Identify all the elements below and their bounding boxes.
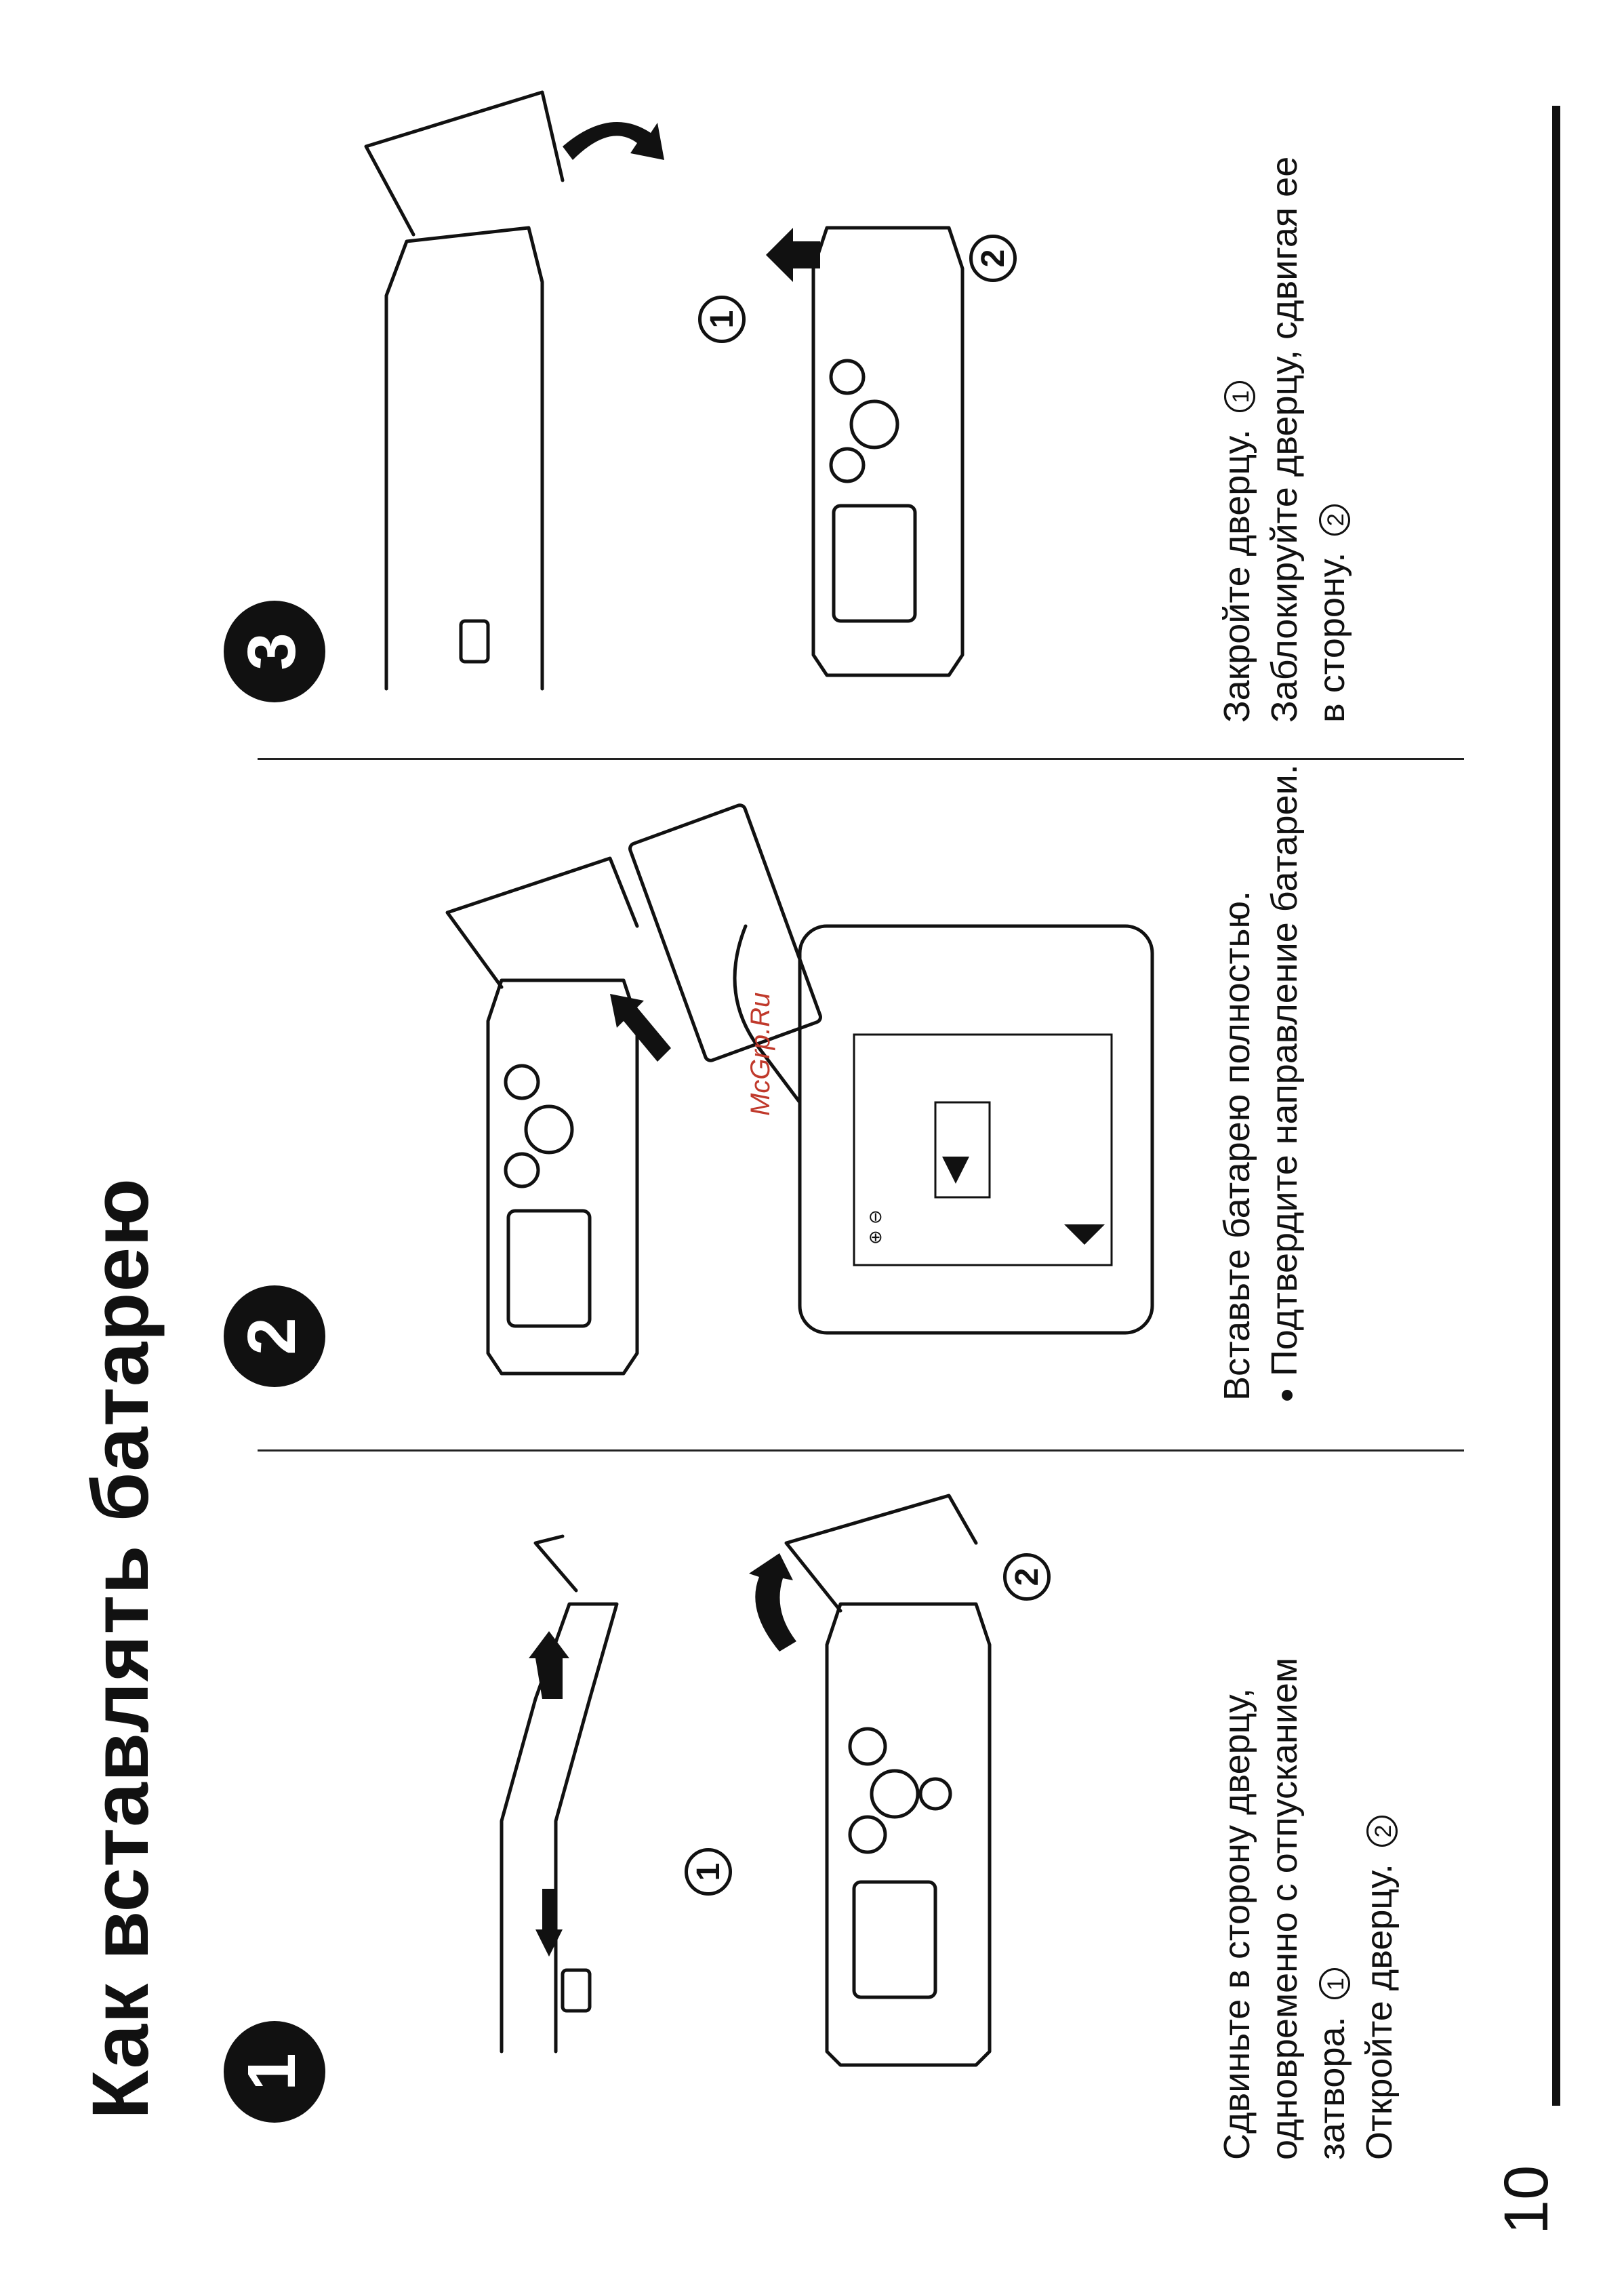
page-number: 10: [1491, 2165, 1562, 2235]
step-1-line-3: затвора. 1: [1308, 1658, 1356, 2160]
bottom-rule: [1552, 106, 1560, 2106]
watermark: McGrp.Ru: [746, 993, 776, 1116]
step-1-line-4: Откройте дверцу. 2: [1356, 1658, 1403, 2160]
recorder-door-locked: [766, 228, 962, 675]
recorder-door-open: [749, 1496, 990, 2065]
step-3-line-2: Заблокируйте дверцу, сдвигая ее: [1261, 157, 1308, 723]
column-separator-1: [258, 1449, 1464, 1452]
recorder-closeup: [502, 1536, 617, 2051]
battery-label-inset: ⊕ ⊖: [735, 926, 1152, 1333]
step-3-line-3: в сторону. 2: [1308, 157, 1356, 723]
step-3-callout-1: 1: [698, 296, 746, 343]
step-2-line-1: Вставьте батарею полностью.: [1213, 764, 1261, 1401]
step-1-illustration: [461, 1482, 1206, 2079]
step-1-caption: Сдвиньте в сторону дверцу, одновременно …: [1213, 1658, 1403, 2160]
step-3-line-1: Закройте дверцу. 1: [1213, 157, 1261, 723]
step-2-caption: Вставьте батарею полностью. Подтвердите …: [1213, 764, 1308, 1401]
step-3-badge: 3: [224, 601, 325, 702]
step-3-circle-mark-1: 1: [1224, 381, 1255, 412]
step-1-line-2: одновременно с отпусканием: [1261, 1658, 1308, 2160]
step-3-circle-mark-2: 2: [1319, 504, 1350, 536]
step-3-callout-2: 2: [969, 235, 1017, 282]
step-3-caption: Закройте дверцу. 1 Заблокируйте дверцу, …: [1213, 157, 1356, 723]
step-1-line-1: Сдвиньте в сторону дверцу,: [1213, 1658, 1261, 2160]
page-title: Как вставлять батарею: [75, 1178, 167, 2119]
bullet-icon: [1282, 1390, 1293, 1401]
step-1-callout-2: 2: [1003, 1553, 1051, 1601]
step-1-circle-mark-2: 2: [1366, 1816, 1398, 1847]
step-1-callout-1: 1: [685, 1848, 732, 1896]
step-2-bullet-line: Подтвердите направление батареи.: [1261, 764, 1308, 1401]
svg-text:⊕ ⊖: ⊕ ⊖: [866, 1209, 886, 1245]
column-separator-2: [258, 758, 1464, 760]
recorder-door-closing: [366, 92, 664, 689]
step-1-circle-mark-1: 1: [1319, 1968, 1350, 1999]
step-2-badge: 2: [224, 1285, 325, 1387]
step-3-illustration: [339, 38, 1206, 702]
step-1-badge: 1: [224, 2021, 325, 2123]
